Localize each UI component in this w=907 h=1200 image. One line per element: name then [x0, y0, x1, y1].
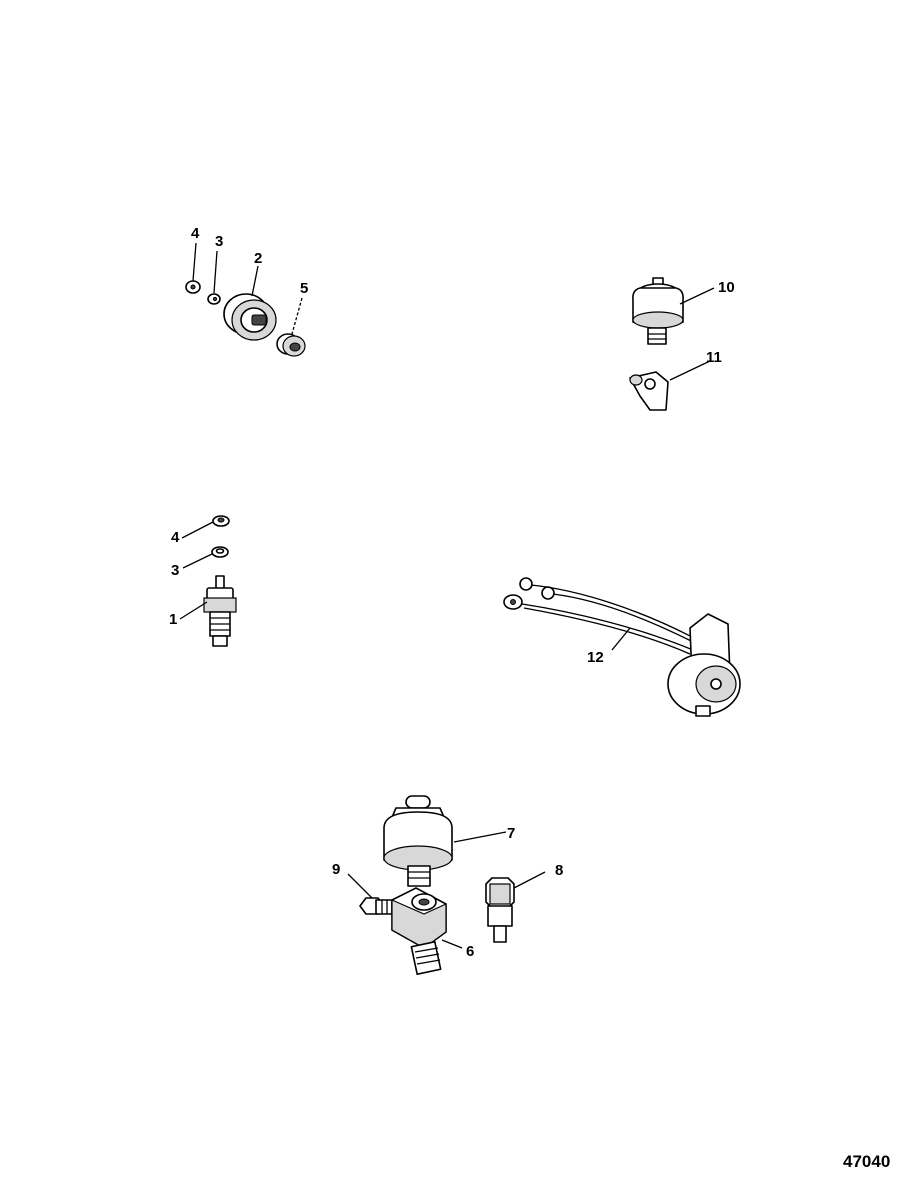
callout-3-lower: 3: [171, 562, 179, 579]
callout-10: 10: [718, 279, 735, 296]
part-12-harness: [503, 577, 741, 717]
part-1-temperature-sender: [203, 575, 237, 647]
part-4-nut-upper: [185, 280, 201, 294]
part-3-washer-upper: [207, 293, 221, 305]
part-6-tee-fitting: [391, 887, 447, 975]
figure-number: 47040: [843, 1152, 890, 1171]
callout-1: 1: [169, 611, 177, 628]
part-10-pressure-switch: [632, 277, 684, 345]
callout-7: 7: [507, 825, 515, 842]
callout-8: 8: [555, 862, 563, 879]
part-9-plug: [359, 897, 393, 915]
callout-2: 2: [254, 250, 262, 267]
callout-12: 12: [587, 649, 604, 666]
callout-11: 11: [706, 349, 722, 366]
part-5-adapter: [276, 333, 306, 357]
callout-9: 9: [332, 861, 340, 878]
part-4-nut-lower: [212, 515, 230, 527]
callout-4-lower: 4: [171, 529, 180, 546]
part-2-sender: [223, 293, 277, 341]
leader-lines: [179, 242, 715, 949]
part-3-washer-lower: [211, 546, 229, 558]
part-7-oil-pressure-switch: [383, 795, 453, 887]
part-11-terminal: [629, 371, 669, 411]
callout-3-upper: 3: [215, 233, 223, 250]
callout-5: 5: [300, 280, 308, 297]
part-8-fitting: [485, 877, 515, 943]
callout-6: 6: [466, 943, 474, 960]
callout-4-upper: 4: [191, 225, 200, 242]
